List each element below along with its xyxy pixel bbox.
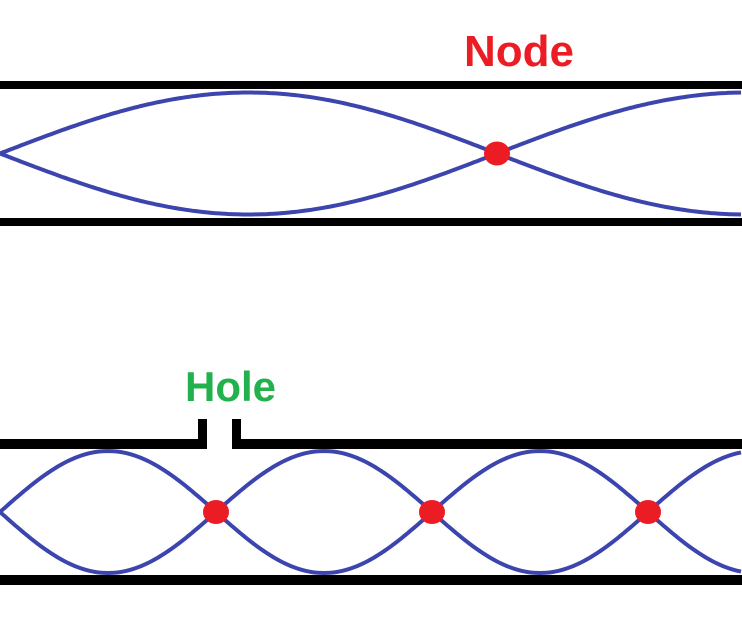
node-dot	[635, 500, 661, 524]
bottom-wave-upper-curve	[0, 448, 742, 576]
node-label: Node	[464, 27, 574, 76]
top-wave-lower-curve	[0, 90, 742, 217]
top-wave-upper-curve	[0, 90, 742, 217]
bottom-tube-upper-wall-right	[232, 439, 742, 449]
bottom-tube-upper-wall-left	[0, 439, 207, 449]
bottom-tube	[0, 419, 742, 585]
hole-tick-right	[232, 419, 241, 449]
bottom-wave-lower-curve	[0, 448, 742, 576]
top-tube-upper-wall	[0, 81, 742, 89]
node-dot	[203, 500, 229, 524]
bottom-node-dots	[203, 500, 661, 524]
bottom-tube-lower-wall	[0, 575, 742, 585]
hole-tick-left	[198, 419, 207, 449]
node-dot	[484, 141, 510, 166]
top-tube-lower-wall	[0, 218, 742, 226]
hole-label: Hole	[185, 363, 277, 410]
top-tube	[0, 81, 742, 226]
top-node-dots	[484, 141, 510, 166]
node-dot	[419, 500, 445, 524]
